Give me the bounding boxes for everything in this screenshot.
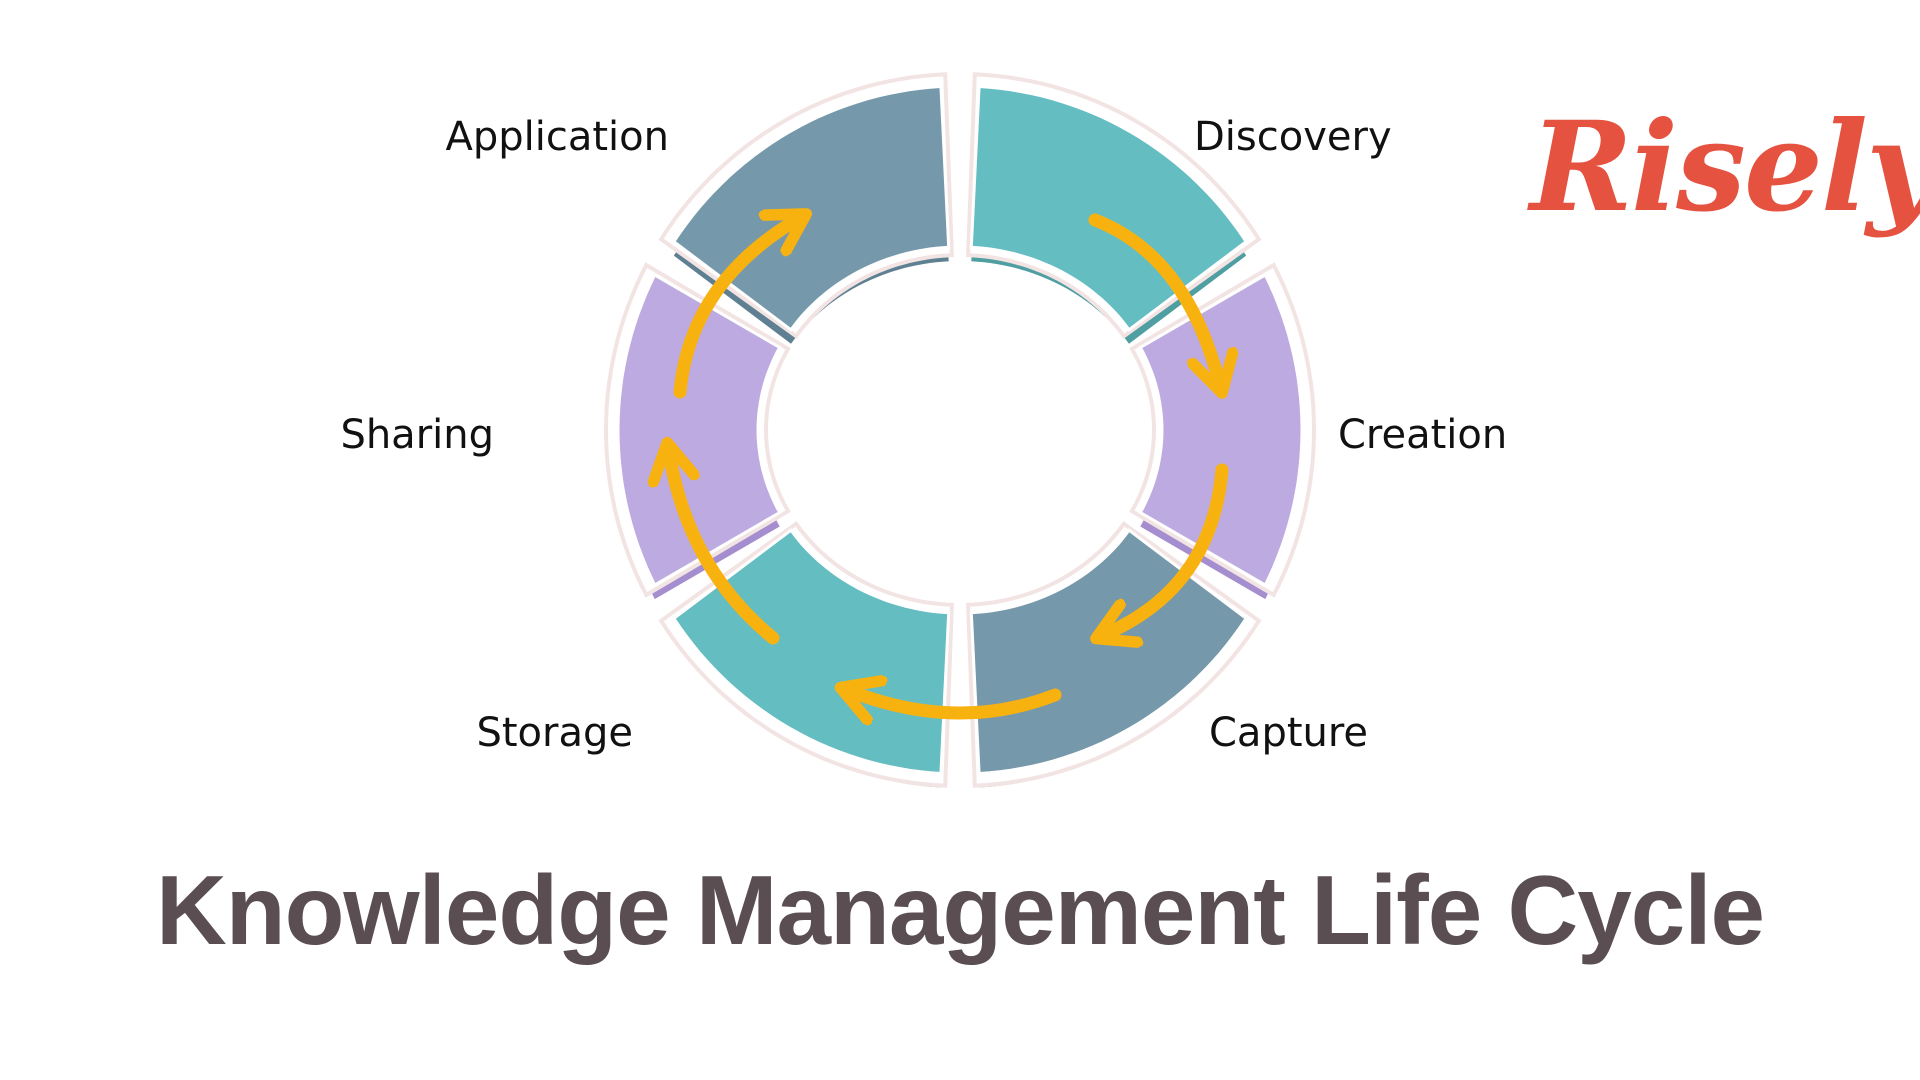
segment-sharing xyxy=(616,272,782,588)
segment-discovery xyxy=(969,84,1249,332)
arrows-layer xyxy=(670,220,1222,713)
stage-label-storage: Storage xyxy=(476,710,633,756)
stage-label-creation: Creation xyxy=(1338,412,1507,458)
page-title: Knowledge Management Life Cycle xyxy=(155,855,1765,965)
risely-logo: Risely xyxy=(1530,95,1920,240)
stage-label-capture: Capture xyxy=(1209,710,1368,756)
stage-label-discovery: Discovery xyxy=(1194,114,1392,160)
segments-layer xyxy=(603,72,1317,788)
segment-capture xyxy=(969,528,1249,776)
arrow-discovery-to-creation xyxy=(1088,213,1218,378)
arrow-sharing-to-application xyxy=(673,222,793,399)
arrow-storage-to-sharing xyxy=(670,458,780,645)
stage-label-sharing: Sharing xyxy=(340,412,494,458)
arrow-creation-to-capture xyxy=(1110,463,1229,632)
arrow-capture-to-storage xyxy=(855,693,1062,713)
segment-creation xyxy=(1138,272,1304,588)
stage-label-application: Application xyxy=(446,114,670,160)
